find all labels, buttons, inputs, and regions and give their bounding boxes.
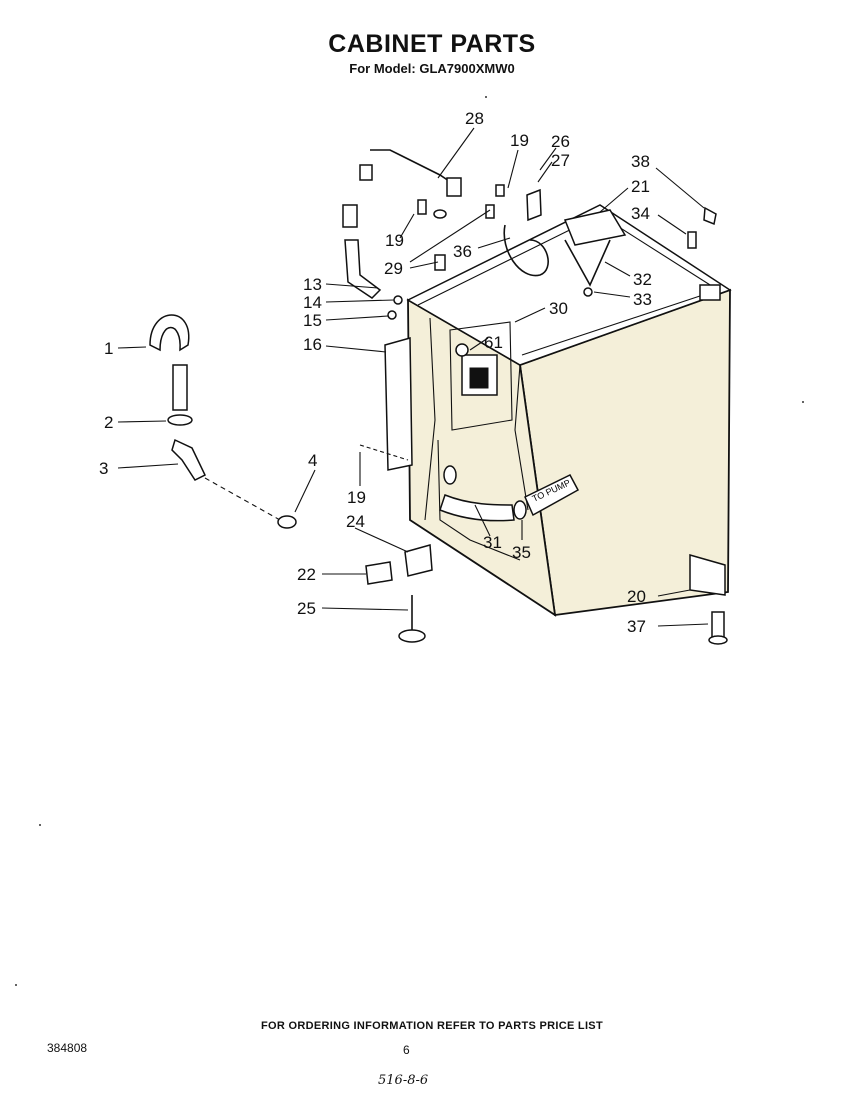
callout-25: 25 [297, 599, 316, 618]
callout-36: 36 [453, 242, 472, 261]
callout-15: 15 [303, 311, 322, 330]
callout-1: 1 [104, 339, 113, 358]
callout-3: 3 [99, 459, 108, 478]
panel-16 [384, 337, 413, 471]
ordering-note: FOR ORDERING INFORMATION REFER TO PARTS … [261, 1020, 603, 1032]
callout-27: 27 [551, 151, 570, 170]
callout-35: 35 [512, 543, 531, 562]
cabinet [406, 204, 732, 617]
callout-22: 22 [297, 565, 316, 584]
panel-20 [689, 554, 726, 596]
callout-34: 34 [631, 204, 650, 223]
callout-4: 4 [308, 451, 317, 470]
callout-20: 20 [627, 587, 646, 606]
clamp-2 [167, 414, 193, 426]
callout-33: 33 [633, 290, 652, 309]
ring-4 [277, 515, 297, 529]
bracket-38 [703, 206, 717, 226]
clamp-35 [513, 500, 527, 520]
callout-61: 61 [484, 333, 503, 352]
bolt-34 [687, 231, 697, 249]
callout-38: 38 [631, 152, 650, 171]
callout-28: 28 [465, 109, 484, 128]
switch-28 [446, 177, 462, 197]
callout-26: 26 [551, 132, 570, 151]
fill-hose-assembly [149, 314, 297, 529]
hose-1 [149, 314, 190, 352]
screw-19a [417, 199, 427, 215]
washer-14 [393, 295, 403, 305]
page-title: CABINET PARTS [328, 30, 536, 58]
nut-33 [583, 287, 593, 297]
bracket-24 [404, 544, 433, 577]
control-assembly [449, 321, 513, 431]
leg-37 [711, 611, 725, 638]
screw-19b [485, 204, 495, 219]
callout-32: 32 [633, 270, 652, 289]
elbow-3 [171, 438, 206, 481]
callout-21: 21 [631, 177, 650, 196]
callout-31: 31 [483, 533, 502, 552]
leader-lines [117, 127, 709, 627]
hose-section [172, 364, 188, 411]
cap-13 [342, 204, 358, 228]
callout-16: 16 [303, 335, 322, 354]
screw-29 [434, 254, 446, 271]
callout-2: 2 [104, 413, 113, 432]
hose-13 [344, 239, 382, 299]
model-subtitle: For Model: GLA7900XMW0 [349, 61, 515, 76]
knob-61 [455, 343, 469, 357]
sensor-28 [370, 149, 456, 186]
left-side-parts [342, 204, 413, 471]
callout-numbers: 1 2 3 4 13 14 15 16 19 19 19 20 21 22 24… [99, 109, 652, 636]
callout-13: 13 [303, 275, 322, 294]
callout-19-b: 19 [510, 131, 529, 150]
screw-15 [387, 310, 397, 320]
callout-24: 24 [346, 512, 365, 531]
hose-36 [503, 224, 549, 277]
callout-14: 14 [303, 293, 322, 312]
top-left-parts [359, 149, 549, 277]
base-parts [365, 544, 728, 645]
top-brace-assembly [563, 206, 721, 301]
callout-19-a: 19 [385, 231, 404, 250]
hose-31 [439, 494, 515, 522]
clip-22 [365, 561, 393, 585]
page-number: 6 [403, 1043, 410, 1057]
document-number: 384808 [47, 1041, 88, 1055]
callout-30: 30 [549, 299, 568, 318]
handwritten-note: 516-8-6 [378, 1073, 429, 1088]
clip-26 [526, 188, 542, 222]
callout-29: 29 [384, 259, 403, 278]
callout-37: 37 [627, 617, 646, 636]
callout-19-c: 19 [347, 488, 366, 507]
